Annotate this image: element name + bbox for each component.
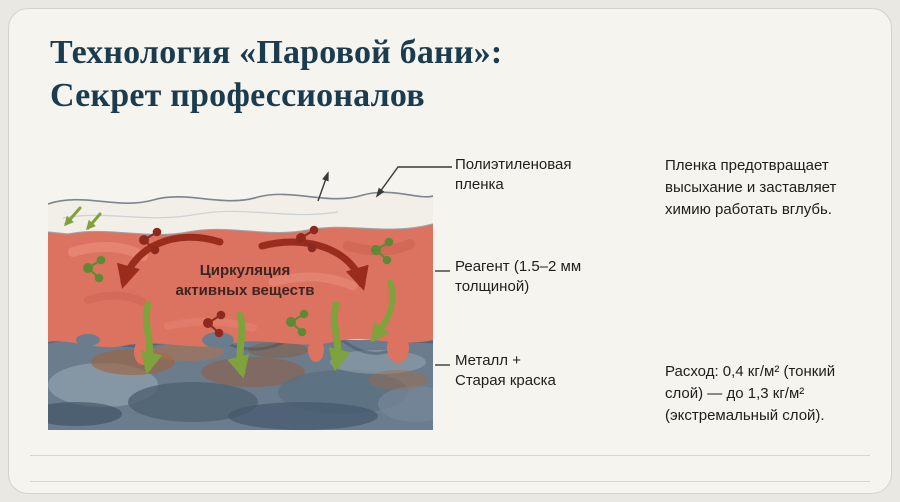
molecule-red-icon bbox=[296, 225, 319, 253]
label-film: Полиэтиленовая пленка bbox=[455, 156, 572, 194]
label-metal: Металл + Старая краска bbox=[455, 352, 556, 390]
penetration-arrows bbox=[64, 206, 396, 379]
circulation-caption-line1: Циркуляция bbox=[200, 262, 290, 279]
molecule-green-icon bbox=[286, 309, 309, 337]
label-reagent: Реагент (1.5–2 мм толщиной) bbox=[455, 258, 582, 296]
molecule-red-icon bbox=[203, 310, 226, 338]
circulation-arrow-left-icon bbox=[117, 233, 224, 289]
circulation-arrows bbox=[117, 233, 369, 291]
page-title: Технология «Паровой бани»: Секрет профес… bbox=[50, 34, 503, 114]
penetration-arrow-icon bbox=[328, 301, 351, 372]
layers-illustration: Циркуляция активных веществ bbox=[48, 191, 433, 430]
absorb-arrow-icon bbox=[64, 206, 82, 227]
circulation-caption-line2: активных веществ bbox=[175, 282, 314, 299]
molecule-green-icon bbox=[371, 237, 394, 265]
note-film: Пленка предотвращает высыхание и заставл… bbox=[665, 157, 837, 218]
penetration-arrow-icon bbox=[227, 311, 250, 379]
penetration-arrow-icon bbox=[370, 279, 396, 343]
absorb-arrow-icon bbox=[86, 212, 102, 231]
molecules bbox=[83, 225, 394, 338]
molecule-green-icon bbox=[83, 255, 106, 283]
penetration-arrow-icon bbox=[140, 301, 163, 375]
note-consumption: Расход: 0,4 кг/м² (тонкий слой) — до 1,3… bbox=[665, 363, 836, 424]
footer-bar bbox=[30, 455, 870, 482]
circulation-arrow-right-icon bbox=[258, 238, 369, 291]
molecule-red-icon bbox=[139, 227, 162, 255]
film-layer bbox=[48, 191, 433, 236]
